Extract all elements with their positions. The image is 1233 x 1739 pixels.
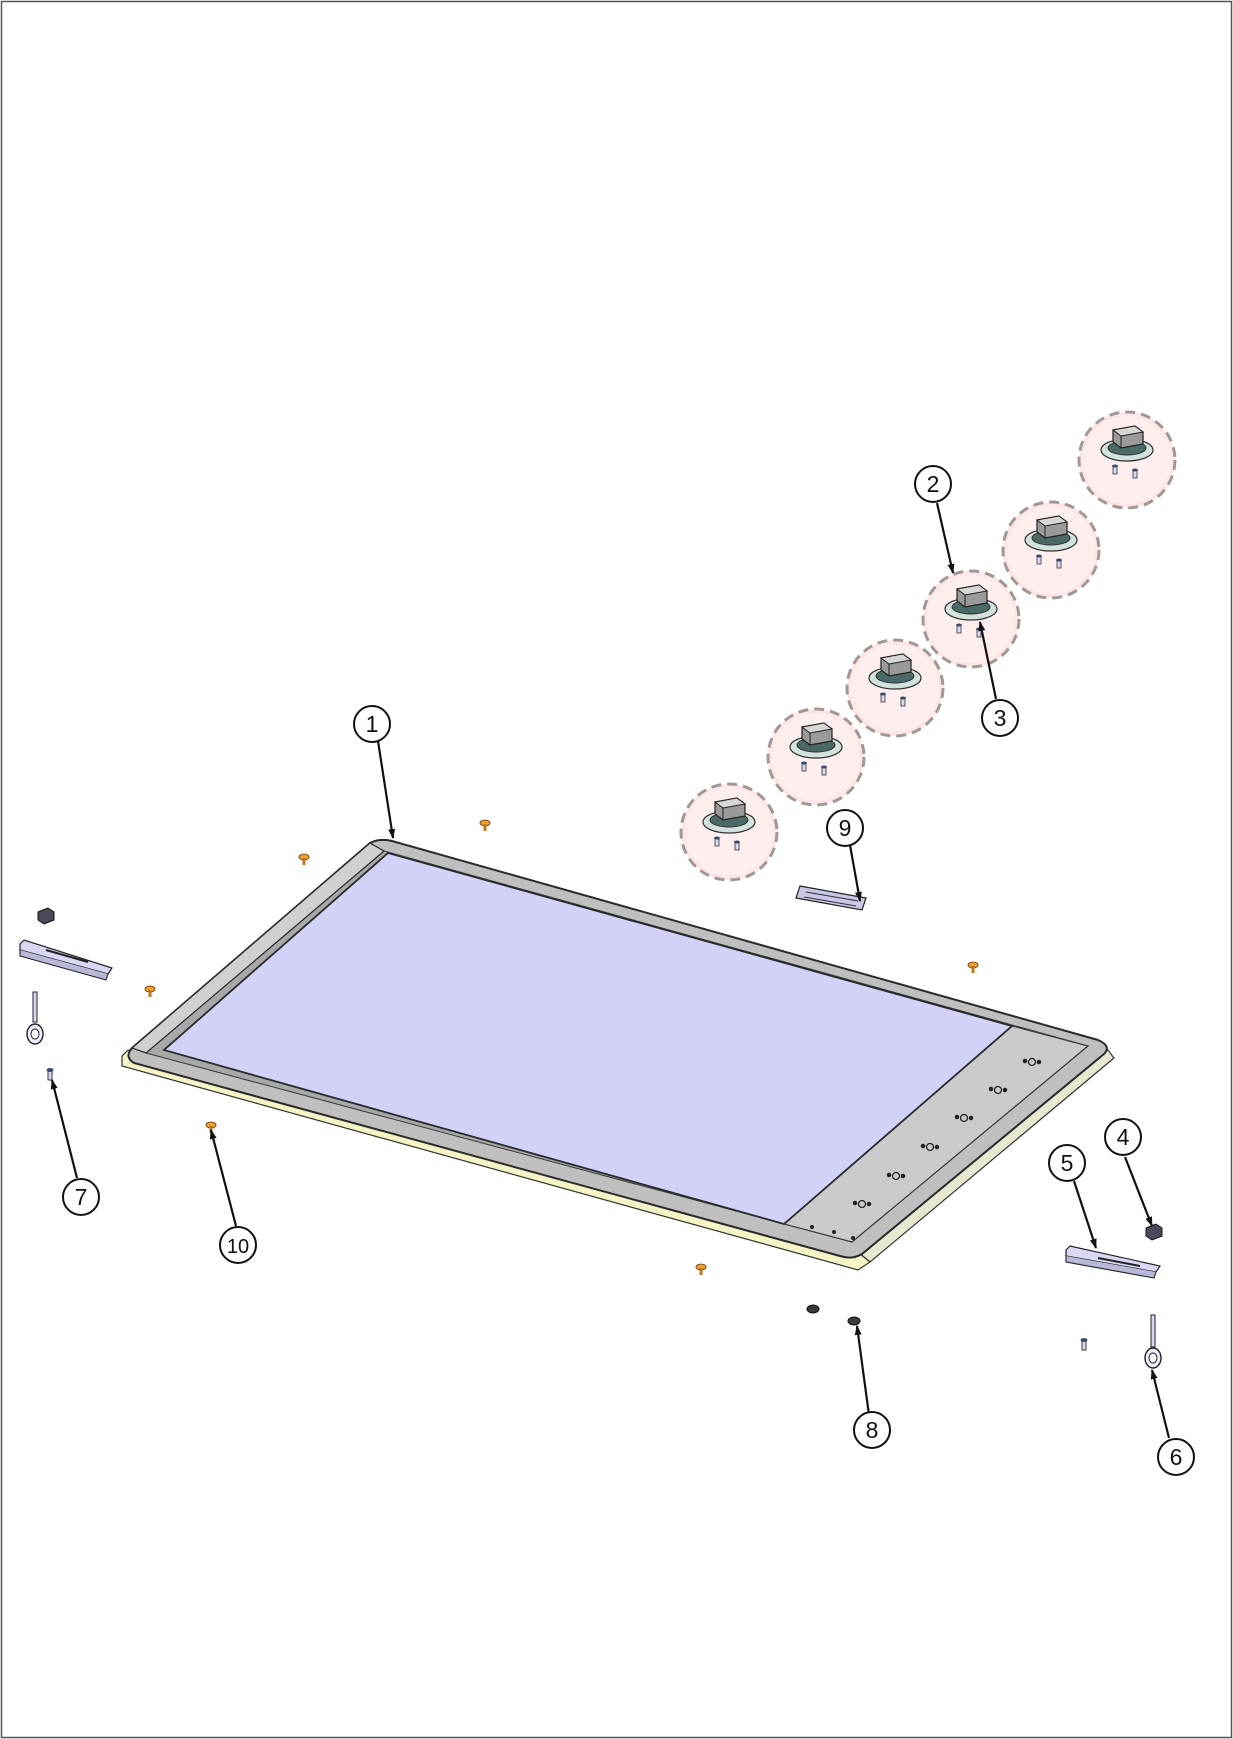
rubber-foot: [847, 1316, 861, 1326]
right-fixing-set: [1065, 1223, 1163, 1369]
callout-number: 3: [994, 705, 1007, 731]
fixing-hook-bolt: [32, 991, 38, 1023]
callout-6: 6: [1157, 1438, 1195, 1476]
leader-line-7: [50, 1079, 79, 1179]
callout-10: 10: [219, 1226, 257, 1264]
rubber-foot: [806, 1304, 820, 1314]
callout-4: 4: [1104, 1118, 1142, 1156]
control-knob: [679, 782, 779, 882]
control-knob: [845, 638, 945, 738]
frame-screw: [967, 961, 979, 974]
bracket-clip: [37, 907, 55, 925]
callout-number: 9: [839, 815, 852, 841]
leader-line-9: [848, 844, 862, 902]
leader-line-1: [376, 740, 396, 839]
callouts: 1 2 3 4 5 6 7 8: [62, 465, 1195, 1476]
bracket-clip: [1145, 1223, 1163, 1241]
knob-position-marker: [920, 1142, 940, 1152]
leader-line-6: [1150, 1369, 1171, 1439]
rubber-feet: [806, 1304, 861, 1326]
indicator-light: [810, 1225, 814, 1229]
knob-position-marker: [852, 1199, 872, 1209]
callout-3: 3: [981, 699, 1019, 737]
callout-1: 1: [353, 705, 391, 743]
leader-line-4: [1123, 1156, 1154, 1227]
knob-position-marker: [988, 1085, 1008, 1095]
callout-7: 7: [62, 1178, 100, 1216]
leader-lines: [50, 502, 1171, 1439]
left-fixing-set: [19, 907, 113, 1081]
knob-position-marker: [886, 1171, 906, 1181]
callout-number: 1: [366, 711, 379, 737]
frame-screw: [695, 1263, 707, 1276]
control-knob: [766, 707, 866, 807]
callout-5: 5: [1048, 1144, 1086, 1182]
left-end-cap: [130, 842, 386, 1054]
frame-screw: [298, 853, 310, 866]
callout-8: 8: [853, 1411, 891, 1449]
indicator-light: [832, 1230, 836, 1234]
indicator-lights: [810, 1225, 855, 1240]
knob-position-marker: [1022, 1057, 1042, 1067]
leader-line-3: [978, 621, 998, 700]
callout-number: 2: [927, 471, 940, 497]
cooktop-assembly: [121, 838, 1115, 1271]
control-knob: [921, 569, 1021, 669]
callout-2: 2: [914, 465, 952, 503]
leader-line-2: [935, 502, 955, 574]
callout-number: 8: [866, 1417, 879, 1443]
rating-plate: [795, 885, 867, 911]
indicator-light: [851, 1236, 855, 1240]
leader-line-10: [209, 1129, 238, 1227]
fixing-hook-bolt: [1150, 1314, 1156, 1348]
knob-position-marker: [954, 1113, 974, 1123]
callout-number: 10: [227, 1236, 249, 1258]
knob-positions: [852, 1057, 1042, 1209]
leader-line-8: [854, 1325, 871, 1416]
callout-number: 6: [1170, 1444, 1183, 1470]
control-knob: [1077, 410, 1177, 510]
frame-screw: [144, 985, 156, 998]
callout-number: 7: [75, 1184, 88, 1210]
cooktop-glass-top: [162, 852, 1014, 1225]
control-knob: [1001, 500, 1101, 600]
leader-line-5: [1072, 1180, 1098, 1249]
frame-screw: [479, 819, 491, 832]
fixing-bracket: [19, 939, 113, 975]
callout-9: 9: [826, 809, 864, 847]
callout-number: 4: [1117, 1124, 1130, 1150]
callout-number: 5: [1061, 1150, 1074, 1176]
